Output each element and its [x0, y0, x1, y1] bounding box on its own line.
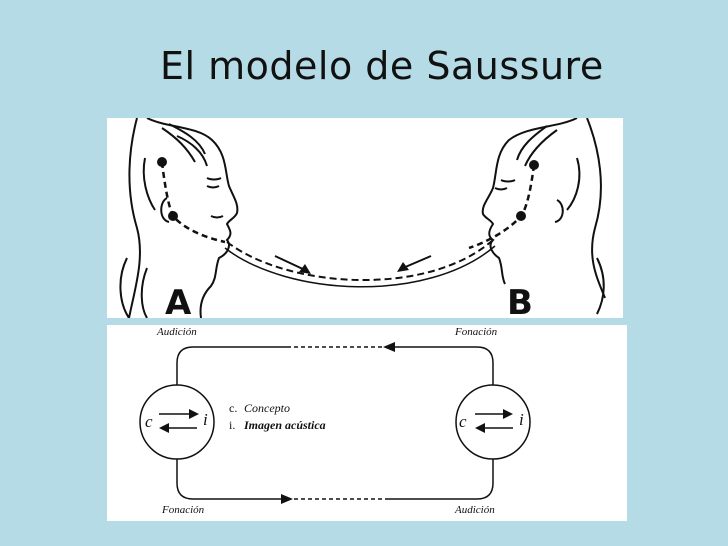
label-b: B [507, 283, 533, 318]
label-top-right: Fonación [454, 326, 498, 338]
top-flow-arrow [383, 342, 395, 352]
legend-key-c: c. [229, 401, 237, 415]
label-a: A [165, 283, 192, 318]
left-circle-c: c [145, 412, 153, 431]
legend-key-i: i. [229, 418, 235, 432]
right-circle-c: c [459, 412, 467, 431]
heads-illustration: A B [107, 118, 623, 318]
label-bottom-right: Audición [454, 504, 495, 516]
sound-wave-dashed [226, 239, 494, 281]
arrow-left-line [402, 255, 432, 269]
sound-wave-solid [224, 245, 496, 288]
speech-circuit-diagram: c i c i Audición Fonación Fonación Audic… [107, 325, 627, 521]
arrow-left-head [397, 262, 409, 272]
head-b-dashed-path [468, 164, 536, 250]
left-circle-i: i [203, 410, 208, 429]
arrow-right-head [299, 264, 311, 274]
head-b [481, 118, 606, 315]
left-circle [139, 384, 215, 460]
top-path-solid [176, 346, 494, 387]
head-a-dashed-path [160, 161, 226, 244]
right-circle [455, 384, 531, 460]
heads-drawing: A B [119, 118, 606, 318]
label-top-left: Audición [156, 326, 197, 338]
arrow-right-line [274, 255, 306, 271]
legend-text-imagen: Imagen acústica [243, 418, 326, 432]
label-bottom-left: Fonación [161, 504, 205, 516]
slide-title: El modelo de Saussure [160, 44, 604, 88]
bottom-path-solid [176, 457, 494, 500]
right-circle-i: i [519, 410, 524, 429]
bottom-flow-arrow [281, 494, 293, 504]
circuit-drawing: c i c i Audición Fonación Fonación Audic… [139, 326, 531, 516]
head-a [119, 118, 239, 318]
legend-text-concepto: Concepto [244, 401, 290, 415]
